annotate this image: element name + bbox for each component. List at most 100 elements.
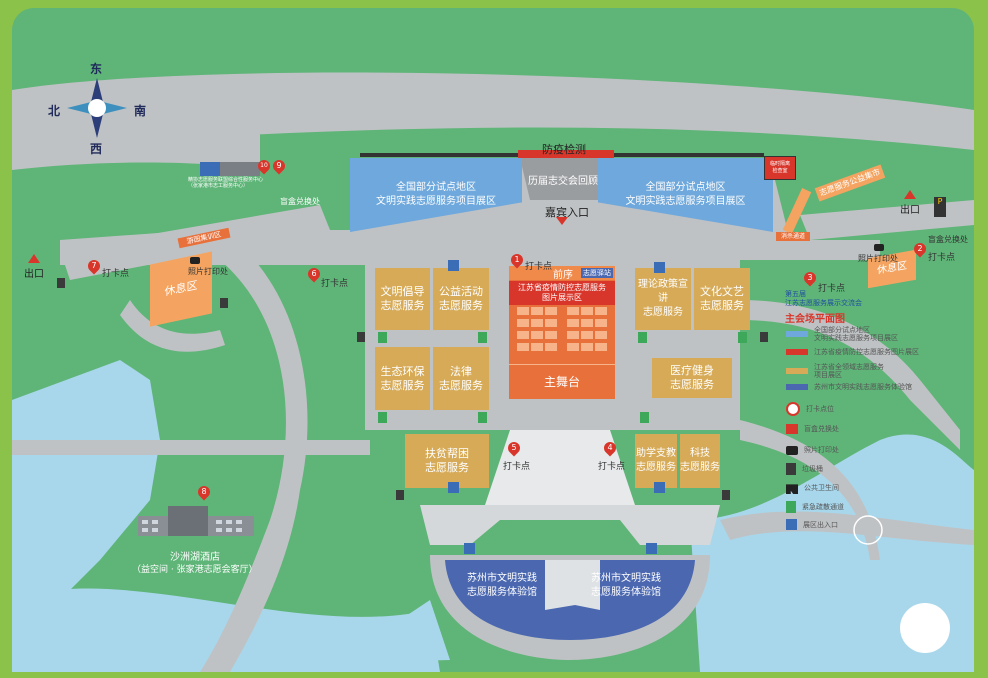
service-center-caption: 精协志愿服务联盟综合性服务中心 （张家港市志工服务中心）: [188, 177, 264, 189]
legend-item-red: 江苏省疫情防控志愿服务图片展区: [786, 347, 919, 357]
zone-wenming[interactable]: 文明倡导 志愿服务: [375, 268, 430, 330]
exit-icon: [478, 332, 487, 343]
trash-icon: [760, 332, 768, 342]
stage-seating: [517, 307, 607, 351]
legend-icon-trash: 垃圾桶: [786, 463, 823, 475]
checkpoint-4-pin[interactable]: 4: [601, 439, 619, 457]
enter-icon: [654, 262, 665, 273]
parking-icon: P: [934, 197, 946, 217]
legend-swatch-red: [786, 349, 808, 355]
zone-keji[interactable]: 科技 志愿服务: [680, 434, 720, 488]
legend-icon-gift: 盲盒兑换处: [786, 424, 839, 434]
legend-icon-pin: 打卡点位: [786, 402, 834, 416]
enter-icon: [646, 543, 657, 554]
checkpoint-7-label: 打卡点: [102, 269, 130, 279]
legend-swatch-navy: [786, 384, 808, 390]
exit-left[interactable]: 出口: [24, 254, 44, 280]
gift-left-label[interactable]: 盲盒兑换处: [280, 197, 320, 206]
exit-right[interactable]: 出口: [900, 190, 920, 216]
restroom-icon: [786, 484, 798, 494]
isolation-room: 临时隔离 检查室: [764, 156, 796, 180]
zone-lilun[interactable]: 理论政策宣讲 志愿服务: [635, 268, 691, 330]
gift-icon: [786, 424, 798, 434]
enter-icon: [448, 260, 459, 271]
checkpoint-2-pin[interactable]: 2: [911, 240, 929, 258]
legend-icon-enter-text: 展区出入口: [803, 520, 838, 529]
main-stage[interactable]: 主舞台: [509, 364, 615, 399]
trash-icon: [57, 278, 65, 288]
checkpoint-7-pin[interactable]: 7: [85, 257, 103, 275]
zone-fupin[interactable]: 扶贫帮困 志愿服务: [405, 434, 489, 488]
enter-icon: [464, 543, 475, 554]
checkpoint-6-pin[interactable]: 6: [305, 265, 323, 283]
stage-prelude-label: 前序: [553, 270, 573, 281]
checkpoint-3-pin[interactable]: 3: [801, 269, 819, 287]
enter-icon: [448, 482, 459, 493]
legend-item-red-text: 江苏省疫情防控志愿服务图片展区: [814, 348, 919, 356]
enter-icon: [786, 519, 797, 530]
legend-item-blue-text: 全国部分试点地区 文明实践志愿服务项目展区: [814, 326, 898, 342]
corridor-label: 历届志交会回顾: [528, 176, 598, 187]
zone-falv[interactable]: 法律 志愿服务: [433, 347, 489, 410]
trash-icon: [786, 463, 796, 475]
legend-icon-pin-text: 打卡点位: [806, 405, 834, 413]
trash-icon: [357, 332, 365, 342]
print-right-label[interactable]: 照片打印处: [858, 254, 898, 263]
legend-item-navy: 苏州市文明实践志愿服务体验馆: [786, 382, 912, 392]
hotel-name: 沙洲湖酒店: [170, 552, 220, 563]
checkpoint-5-label: 打卡点: [503, 462, 531, 472]
pavilion-right[interactable]: 苏州市文明实践 志愿服务体验馆: [591, 573, 661, 598]
legend-icon-exit: 紧急疏散通道: [786, 501, 844, 513]
legend-item-navy-text: 苏州市文明实践志愿服务体验馆: [814, 383, 912, 391]
print-left-label[interactable]: 照片打印处: [188, 267, 228, 276]
trash-icon: [722, 490, 730, 500]
pin-icon: [786, 402, 800, 416]
exit-right-label: 出口: [900, 205, 920, 216]
checkpoint-1-pin[interactable]: 1: [508, 251, 526, 269]
camera-left-icon: [190, 257, 200, 264]
checkpoint-8-pin[interactable]: 8: [195, 483, 213, 501]
checkpoint-2-label: 打卡点: [928, 253, 956, 263]
exit-icon: [640, 412, 649, 423]
legend-item-gold: 江苏省全领域志愿服务 项目展区: [786, 363, 884, 379]
checkpoint-10-pin[interactable]: 10: [255, 157, 273, 175]
checkpoint-1-label: 打卡点: [525, 262, 553, 272]
enter-icon: [654, 482, 665, 493]
exit-left-icon: [28, 254, 40, 263]
zone-yiliao[interactable]: 医疗健身 志愿服务: [652, 358, 732, 398]
vip-entrance-label: 嘉宾入口: [545, 206, 589, 219]
zone-zhuxue[interactable]: 助学支教 志愿服务: [635, 434, 677, 488]
gift-right-label[interactable]: 盲盒兑换处: [928, 235, 968, 244]
rest-area-left[interactable]: 休息区: [150, 251, 212, 327]
checkpoint-3-label: 打卡点: [818, 284, 846, 294]
checkpoint-label: 防疫检测: [542, 143, 586, 156]
legend-icon-trash-text: 垃圾桶: [802, 465, 823, 473]
exit-icon: [738, 332, 747, 343]
checkpoint-5-pin[interactable]: 5: [505, 439, 523, 457]
vip-entrance-arrow-icon: [556, 217, 568, 225]
legend-icon-restroom: 公共卫生间: [786, 482, 839, 494]
exit-icon: [638, 332, 647, 343]
trash-icon: [396, 490, 404, 500]
stage-post-label: 志愿驿站: [581, 268, 613, 278]
compass-north-label: 北: [48, 104, 61, 118]
checkpoint-9-pin[interactable]: 9: [270, 157, 288, 175]
exit-right-icon: [904, 190, 916, 199]
mini-strip-right: 消杀通道: [776, 232, 810, 241]
hotel-building-image: [138, 506, 254, 536]
pavilion-left[interactable]: 苏州市文明实践 志愿服务体验馆: [467, 573, 537, 598]
stage-prelude[interactable]: 前序 志愿驿站: [509, 266, 615, 281]
zone-gongyi[interactable]: 公益活动 志愿服务: [433, 268, 489, 330]
zone-wenhua[interactable]: 文化文艺 志愿服务: [694, 268, 750, 330]
zone-shengtai[interactable]: 生态环保 志愿服务: [375, 347, 430, 410]
checkpoint-6-label: 打卡点: [321, 279, 349, 289]
legend-icon-camera-text: 照片打印处: [804, 446, 839, 454]
exit-icon: [786, 501, 796, 513]
exit-icon: [378, 412, 387, 423]
legend-item-gold-text: 江苏省全领域志愿服务 项目展区: [814, 363, 884, 379]
service-center-image: [200, 162, 260, 176]
legend-title-big: 主会场平面图: [785, 314, 845, 325]
hotel-sub: （益空间 · 张家港志愿会客厅）: [132, 565, 258, 575]
stage-gallery-label[interactable]: 江苏省疫情防控志愿服务 图片展示区: [509, 281, 615, 305]
